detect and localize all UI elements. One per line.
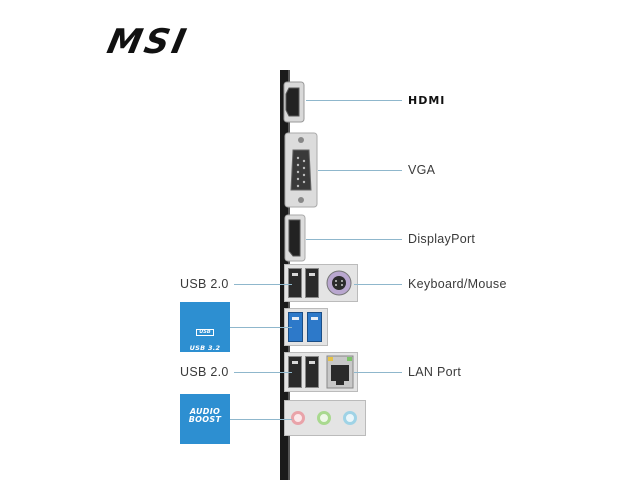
lan-label: LAN Port [408,365,462,379]
msi-logo: MSI [103,22,193,62]
usb2-port [305,268,319,298]
usb32-leader-line [230,327,292,328]
vga-port [284,132,318,208]
audio-leader-line [230,419,292,420]
keyboard-mouse-leader-line [354,284,402,285]
audio-jack-pink [291,411,305,425]
usb32-gen1-badge: USB USB 3.2 GEN1 [180,302,230,368]
audio-badge-line1: AUDIO [189,407,221,416]
audio-boost-badge: AUDIO BOOST [180,394,230,444]
usb2-top-label: USB 2.0 [180,277,229,291]
ps2-port-icon [326,270,352,296]
audio-jack-green [317,411,331,425]
lan-port [326,355,354,389]
keyboard-mouse-label: Keyboard/Mouse [408,277,507,291]
audio-jack-blue [343,411,357,425]
usb2-bottom-label: USB 2.0 [180,365,229,379]
usb2-port [288,268,302,298]
usb2-bottom-leader-line [234,372,292,373]
ethernet-port-icon [326,355,354,389]
displayport-port [284,214,306,262]
displayport-port-icon [284,214,306,262]
usb2-top-leader-line [234,284,292,285]
displayport-label: DisplayPort [408,232,476,246]
vga-label: VGA [408,163,436,177]
usb32-badge-text: USB 3.2 GEN1 [189,344,221,370]
hdmi-label: HDMI [408,94,446,107]
usb32-port [307,312,322,342]
vga-leader-line [318,170,402,171]
vga-port-icon [284,132,318,208]
hdmi-port [282,80,306,124]
displayport-leader-line [306,239,402,240]
usb2-port [305,356,319,388]
hdmi-port-icon [283,81,305,123]
ps2-port [324,268,354,298]
audio-badge-line2: BOOST [188,415,222,425]
usb32-badge-small-text: USB [196,329,214,337]
lan-leader-line [354,372,402,373]
hdmi-leader-line [306,100,402,101]
